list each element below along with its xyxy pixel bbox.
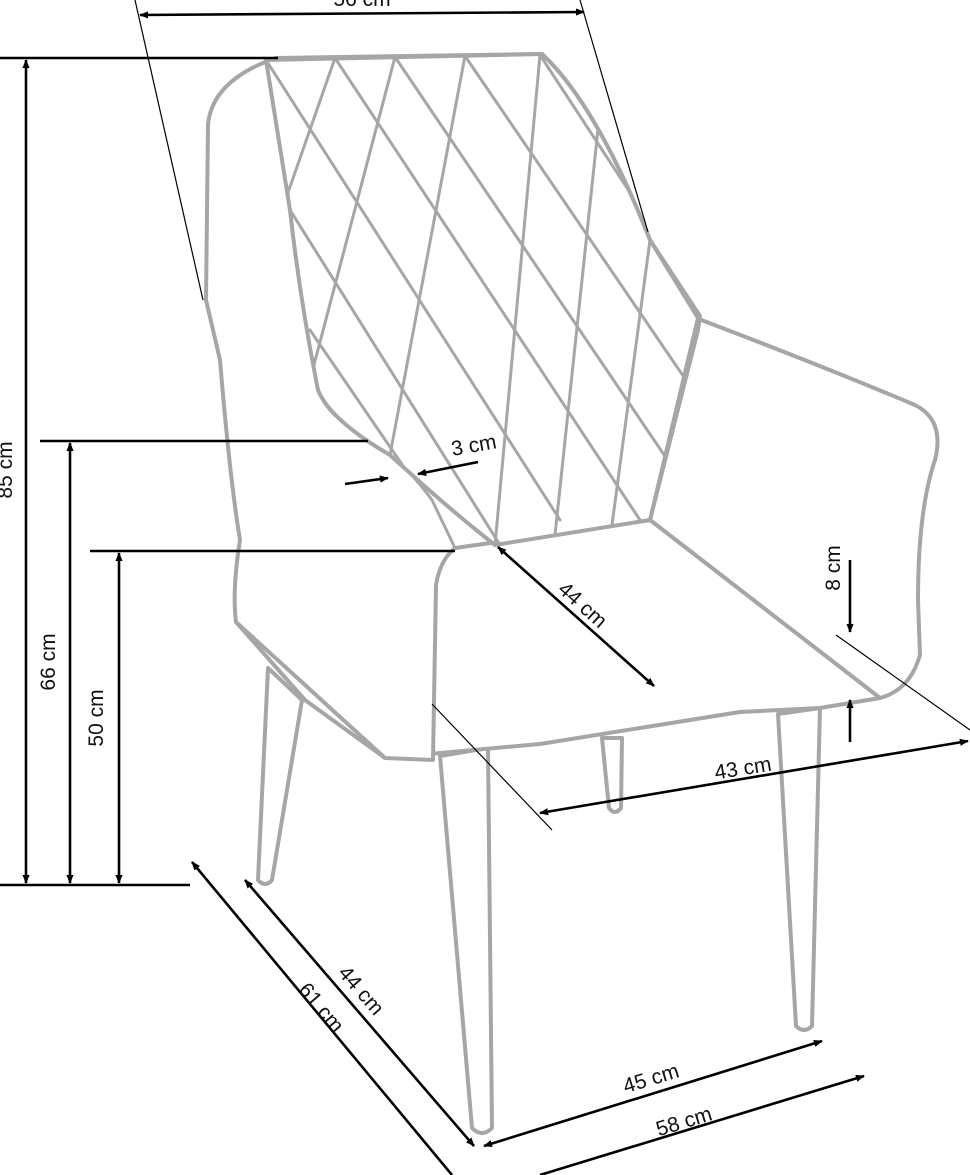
label-total-width-bottom: 58 cm xyxy=(653,1102,714,1141)
leg-front-left xyxy=(438,746,494,1135)
dim-seat-width xyxy=(539,738,969,816)
dim-total-depth xyxy=(191,861,453,1175)
label-leg-span-width: 45 cm xyxy=(620,1059,681,1098)
label-seat-width: 43 cm xyxy=(713,753,773,785)
label-total-width: 56 cm xyxy=(333,0,390,11)
dim-leg-span-width xyxy=(483,1039,823,1148)
dim-backrest-thickness-right xyxy=(417,460,479,476)
backrest-quilt-pattern xyxy=(266,54,698,545)
leg-back-left xyxy=(256,666,304,886)
ext-seat-thickness xyxy=(835,634,970,731)
right-armrest xyxy=(648,316,940,700)
label-total-depth: 61 cm xyxy=(294,979,348,1038)
ext-seat-width-left xyxy=(431,703,553,831)
chair-body xyxy=(204,52,940,762)
leg-front-right xyxy=(776,706,822,1032)
dim-total-width-bottom xyxy=(539,1074,865,1175)
label-seat-thickness: 8 cm xyxy=(822,545,845,591)
dim-backrest-thickness-left xyxy=(344,475,389,486)
dim-leg-span-depth xyxy=(244,879,475,1147)
label-total-height: 85 cm xyxy=(0,441,17,498)
backrest-front-panel-outline xyxy=(264,52,700,547)
label-seat-height: 50 cm xyxy=(85,689,108,746)
label-armrest-height: 66 cm xyxy=(37,633,60,690)
ext-top-left xyxy=(134,0,204,301)
seat-back-edge xyxy=(493,518,652,547)
ext-top-right xyxy=(579,0,649,233)
dim-seat-depth xyxy=(497,546,655,687)
dim-total-width-top xyxy=(139,8,585,19)
